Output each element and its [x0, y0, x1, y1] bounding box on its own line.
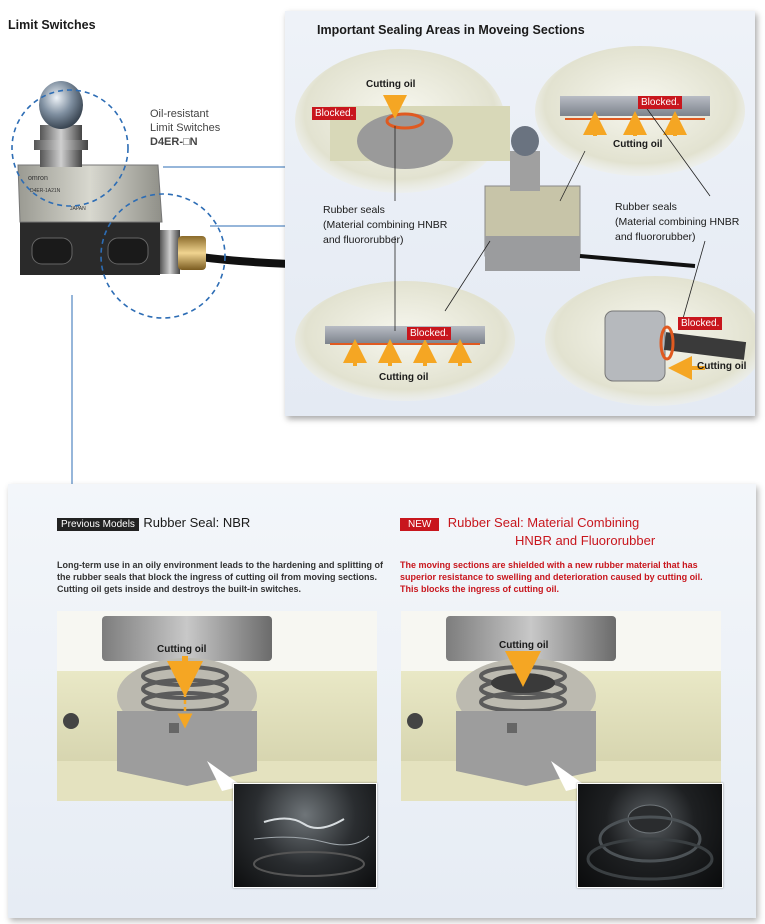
new-seal-photo: [577, 783, 723, 888]
head-highlight-circle: [11, 89, 129, 207]
prev-body-line3: Cutting oil gets inside and destroys the…: [57, 584, 302, 594]
gland-housing: [604, 310, 666, 382]
new-housing-hole: [407, 713, 423, 729]
switch-nut: [34, 140, 88, 150]
blocked-badge-bottom-left: Blocked.: [407, 327, 452, 340]
rubber-seals-left-line3: and fluororubber): [323, 234, 404, 246]
cutting-oil-label-bottom-left: Cutting oil: [379, 372, 429, 383]
blocked-badge-bottom-right: Blocked.: [678, 317, 723, 330]
prev-seal-photo: [233, 783, 377, 888]
section-title: Limit Switches: [8, 18, 96, 32]
blocked-badge-top-right: Blocked.: [638, 96, 683, 109]
switch-brand: omron: [28, 175, 48, 182]
new-rubber-seal: [491, 673, 555, 693]
rubber-seals-label-right: Rubber seals (Material combining HNBR an…: [615, 200, 739, 245]
new-heading-line2: HNBR and Fluororubber: [515, 533, 656, 548]
sealing-areas-title: Important Sealing Areas in Moveing Secti…: [317, 23, 585, 37]
oil-arrows-bottom-left: [343, 339, 472, 366]
sealing-areas-diagram: [295, 46, 755, 406]
blocked-badge-top-left: Blocked.: [312, 107, 357, 120]
gland-cable: [663, 332, 747, 360]
prev-body: Long-term use in an oily environment lea…: [57, 559, 383, 595]
cutting-oil-label-top-left: Cutting oil: [366, 79, 416, 90]
slab-bottom-left: [325, 326, 485, 344]
prev-plunger-body: [117, 711, 257, 786]
rubber-seals-label-left: Rubber seals (Material combining HNBR an…: [323, 203, 447, 248]
switch-model-text: D4ER-1A21N: [30, 188, 61, 194]
prev-body-line1: Long-term use in an oily environment lea…: [57, 560, 384, 570]
new-heading: NEW Rubber Seal: Material Combining: [400, 514, 639, 532]
switch-body: [17, 164, 163, 223]
new-body-line2: superior resistance to swelling and dete…: [400, 572, 703, 582]
prev-housing-hole: [63, 713, 79, 729]
new-body: The moving sections are shielded with a …: [400, 559, 703, 595]
product-label: Oil-resistant Limit Switches D4ER-□N: [150, 107, 220, 149]
prev-plunger-slot: [169, 723, 179, 733]
rubber-seals-left-line1: Rubber seals: [323, 204, 385, 216]
new-body-line3: This blocks the ingress of cutting oil.: [400, 584, 560, 594]
prev-heading: Previous Models Rubber Seal: NBR: [57, 514, 250, 532]
cutting-oil-label-bottom-right: Cutting oil: [697, 361, 747, 372]
callout-lines: [394, 105, 711, 331]
gland-highlight-circle: [100, 193, 226, 319]
new-plunger-slot: [507, 723, 517, 733]
prev-nut: [102, 616, 272, 661]
new-plunger-body: [456, 711, 596, 786]
prev-seal-diagram: [57, 611, 377, 801]
prev-heading-text: Rubber Seal: NBR: [143, 515, 251, 530]
prev-cutting-oil-label: Cutting oil: [157, 644, 207, 655]
new-heading-line1: Rubber Seal: Material Combining: [447, 515, 640, 530]
rubber-seals-right-line2: (Material combining HNBR: [615, 216, 740, 228]
center-switch-stem: [510, 151, 540, 191]
prev-tag: Previous Models: [57, 518, 139, 531]
rubber-seals-right-line1: Rubber seals: [615, 201, 677, 213]
cable-gland-nut: [160, 230, 180, 274]
new-body-line1: The moving sections are shielded with a …: [400, 560, 698, 570]
cable: [199, 253, 290, 268]
rubber-seals-left-line2: (Material combining HNBR: [323, 219, 448, 231]
cable-gland: [178, 236, 206, 270]
new-nut: [446, 616, 616, 661]
cutting-oil-label-top-right: Cutting oil: [613, 139, 663, 150]
new-seal-shape: [586, 804, 714, 881]
switch-origin-text: JAPAN: [70, 206, 86, 212]
center-switch-roller: [511, 126, 539, 156]
oil-arrows-top-right: [583, 111, 687, 136]
product-label-line2: Limit Switches: [150, 122, 221, 134]
center-switch-cable: [579, 254, 696, 268]
slab-top-right: [560, 96, 710, 116]
product-label-line1: Oil-resistant: [150, 108, 209, 120]
switch-roller: [39, 81, 83, 129]
new-tag: NEW: [400, 518, 440, 531]
product-model: D4ER-□N: [150, 136, 198, 148]
bubble-top-left-seal-area: [357, 113, 453, 169]
prev-crack-lines: [253, 817, 370, 877]
prev-body-line2: the rubber seals that block the ingress …: [57, 572, 378, 582]
new-seal-diagram: [401, 611, 721, 801]
limit-switch-illustration: omron D4ER-1A21N JAPAN: [11, 81, 290, 319]
center-switch-base: [485, 236, 580, 271]
rubber-seals-right-line3: and fluororubber): [615, 231, 696, 243]
new-cutting-oil-label: Cutting oil: [499, 640, 549, 651]
mounting-slot-right: [107, 237, 149, 265]
gland-seal-ring: [659, 325, 675, 361]
mounting-slot-left: [31, 237, 73, 265]
